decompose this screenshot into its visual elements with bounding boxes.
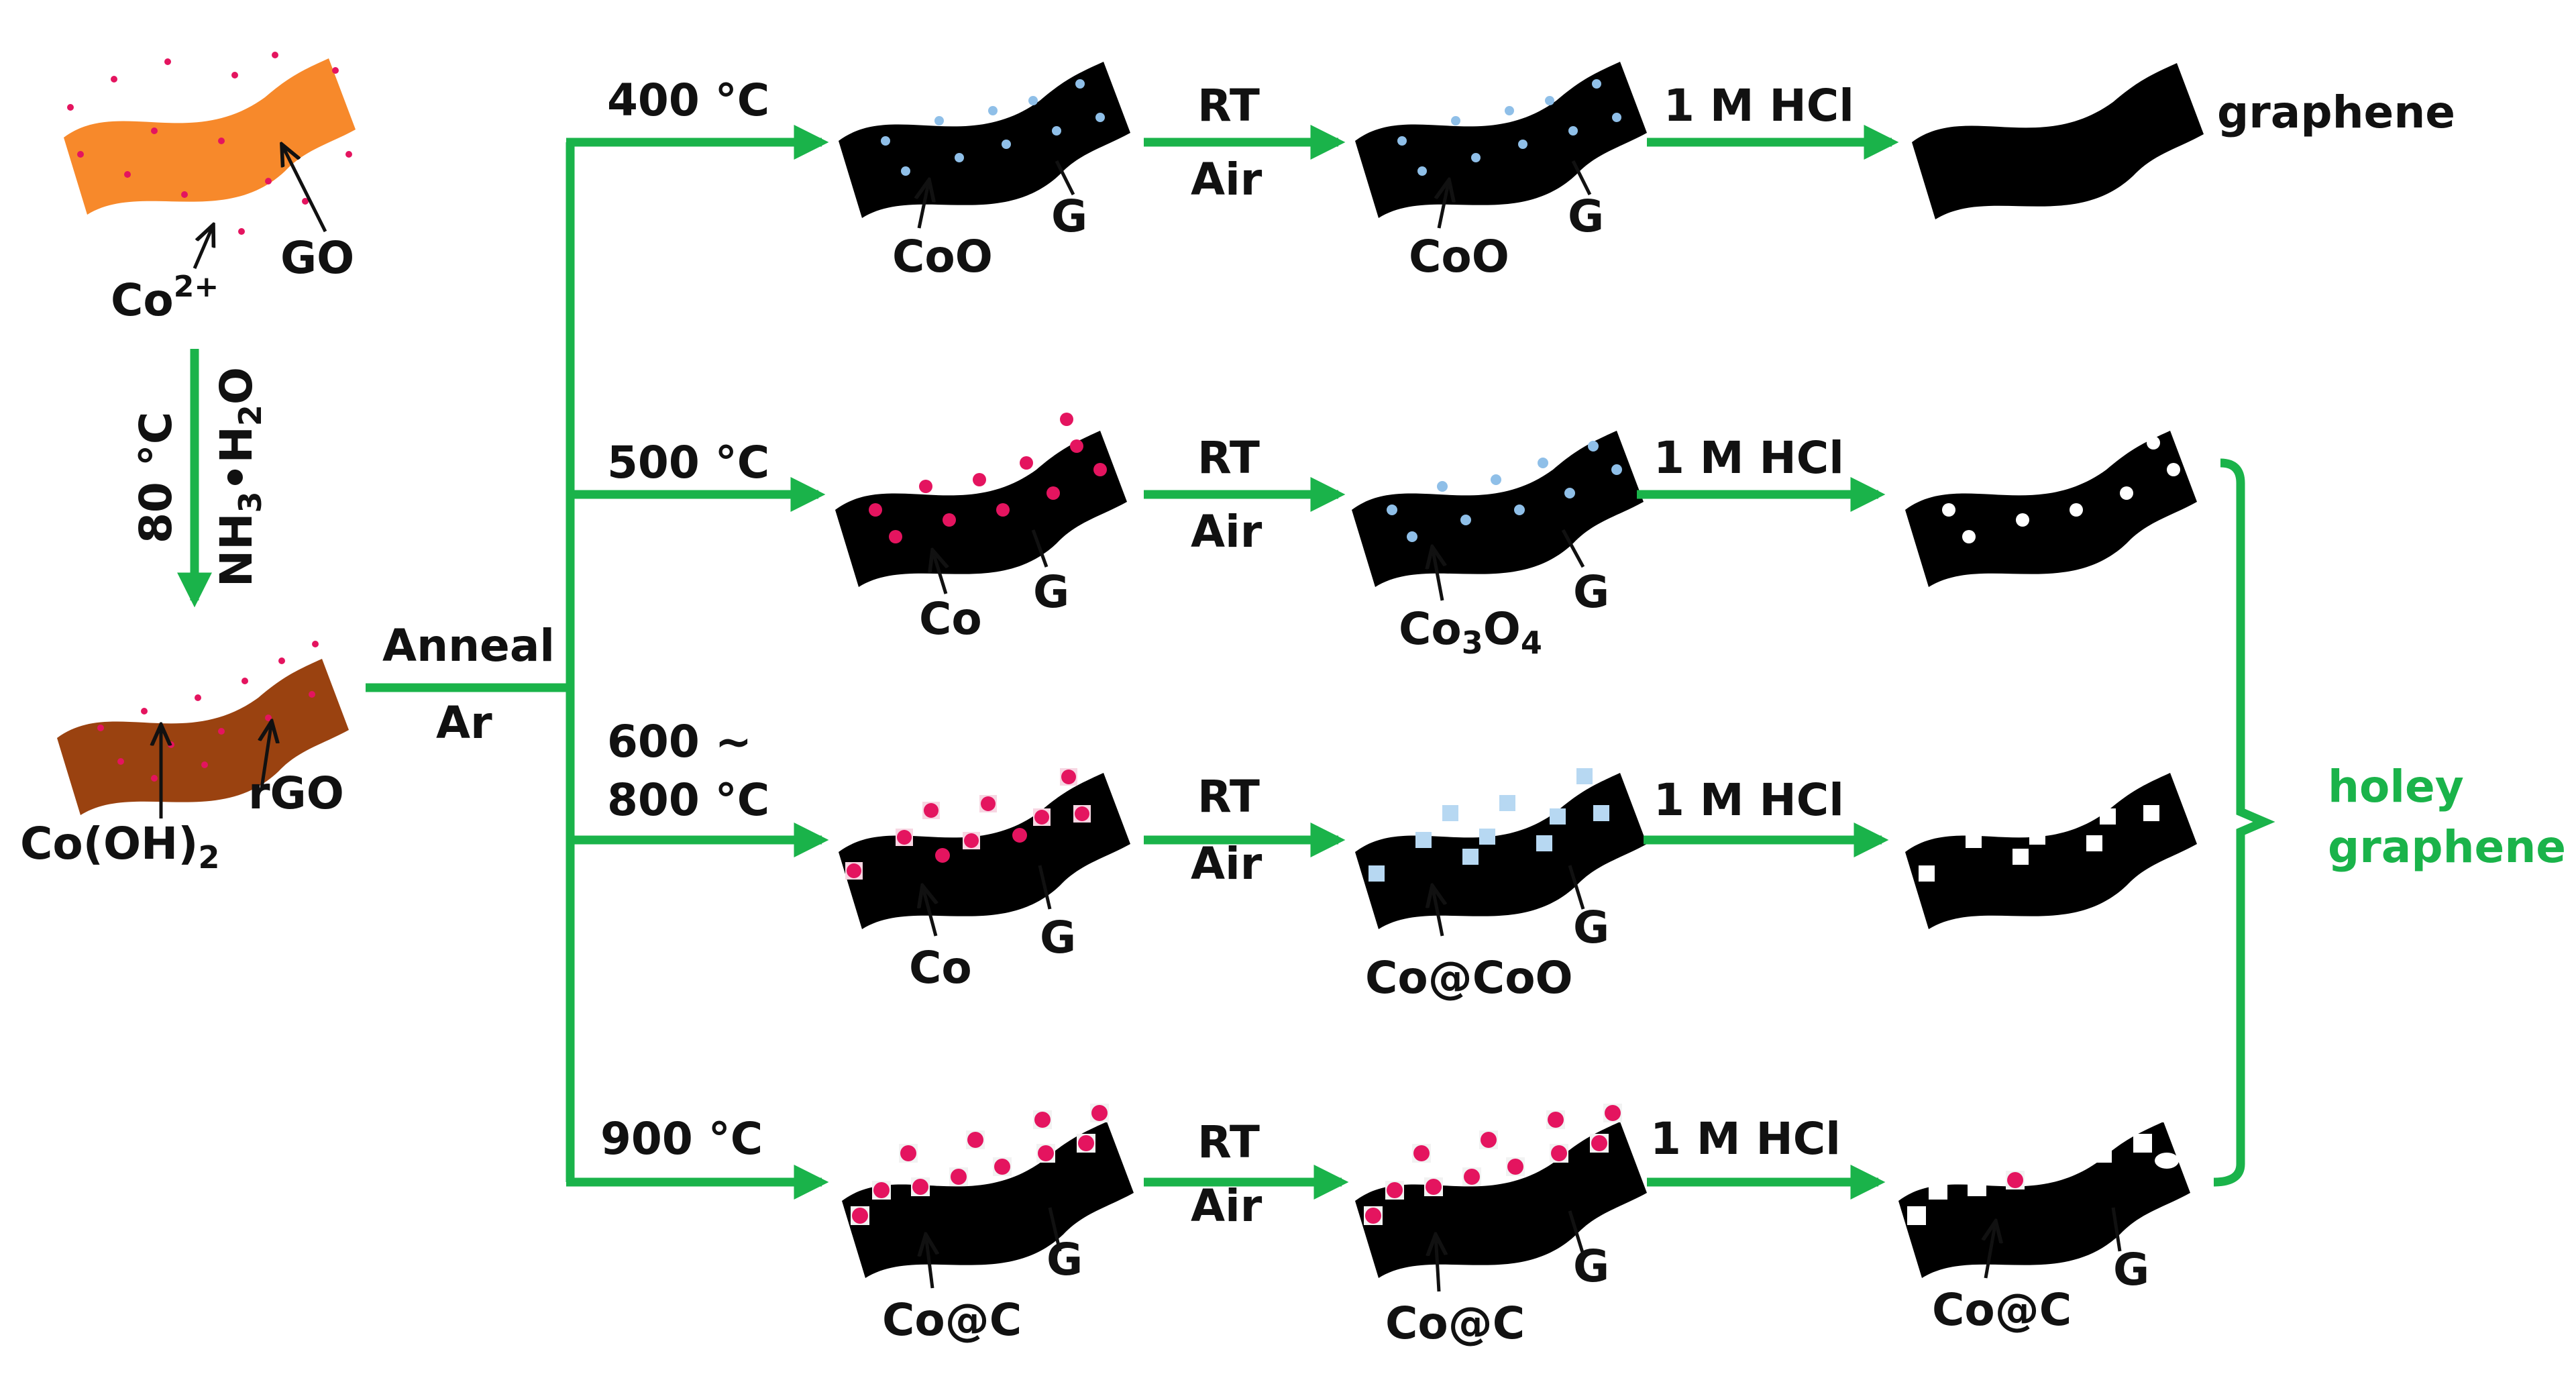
coo-shell-particles-r3c2 bbox=[1368, 768, 1609, 882]
co-c-label-r4c2: Co@C bbox=[1385, 1298, 1525, 1349]
go-label: GO bbox=[280, 232, 354, 284]
coo-dots-r1c1 bbox=[881, 79, 1105, 176]
g-label-r4c1: G bbox=[1046, 1234, 1083, 1285]
reduction-reagent-label: NH3•H2O bbox=[211, 367, 268, 587]
co3o4-pointer-r2c2 bbox=[1432, 547, 1442, 601]
g-label-r4c3: G bbox=[2113, 1244, 2149, 1295]
g-label-r2c1: G bbox=[1033, 566, 1069, 618]
holey-label-line1: holey bbox=[2328, 761, 2464, 812]
rt-label-r2: RT bbox=[1197, 432, 1260, 484]
holey-label-line2: graphene bbox=[2328, 821, 2566, 873]
graphene-label: graphene bbox=[2217, 87, 2455, 138]
co-ion-pointer bbox=[193, 225, 213, 269]
temp-label-600-line2: 800 °C bbox=[607, 774, 769, 826]
co-ion-dots bbox=[67, 52, 352, 235]
co-ion-label: Co2+ bbox=[111, 270, 219, 326]
holey-bracket bbox=[2213, 458, 2275, 1187]
rt-label-r4: RT bbox=[1197, 1116, 1260, 1168]
co-c-particles-r4c2 bbox=[1364, 1104, 1622, 1225]
g-pointer-r1c1 bbox=[1055, 160, 1075, 196]
g-pointer-r3c2 bbox=[1568, 865, 1585, 910]
g-pointer-r4c3 bbox=[2111, 1207, 2122, 1252]
holes-r4 bbox=[1907, 1104, 2179, 1225]
co-oh2-label: Co(OH)2 bbox=[20, 818, 219, 876]
co-c-residue-r4 bbox=[2006, 1171, 2025, 1189]
g-label-r1c2: G bbox=[1568, 191, 1604, 242]
hcl-label-r3: 1 M HCl bbox=[1654, 774, 1844, 826]
co-label-r2c1: Co bbox=[919, 593, 982, 645]
rt-label-r1: RT bbox=[1197, 80, 1260, 131]
graphene-sheet bbox=[1912, 63, 2204, 219]
hcl-label-r4: 1 M HCl bbox=[1650, 1113, 1841, 1165]
co-dots-r2c1 bbox=[869, 413, 1107, 543]
coo-dots-r1c2 bbox=[1397, 79, 1621, 176]
holes-r3 bbox=[1919, 768, 2159, 882]
hcl-label-r2: 1 M HCl bbox=[1654, 432, 1844, 484]
rt-label-r3: RT bbox=[1197, 771, 1260, 823]
temp-label-600-line1: 600 ~ bbox=[607, 716, 752, 768]
hcl-label-r1: 1 M HCl bbox=[1664, 80, 1854, 131]
coo-pointer-r1c1 bbox=[919, 180, 929, 229]
holes-r2 bbox=[1942, 436, 2180, 543]
co-coo-label-r3c2: Co@CoO bbox=[1365, 952, 1573, 1004]
anneal-label: Anneal bbox=[382, 620, 555, 672]
temp-label-500: 500 °C bbox=[607, 437, 769, 488]
co-c-label-r4c3: Co@C bbox=[1932, 1284, 2072, 1336]
g-label-r3c1: G bbox=[1040, 912, 1076, 963]
anneal-gas-label: Ar bbox=[436, 697, 492, 749]
g-pointer-r1c2 bbox=[1571, 160, 1592, 196]
g-label-r3c2: G bbox=[1573, 902, 1609, 953]
co-c-label-r4c1: Co@C bbox=[882, 1294, 1022, 1346]
go-sheet bbox=[64, 58, 356, 215]
air-label-r3: Air bbox=[1191, 838, 1263, 890]
co-label-r3c1: Co bbox=[909, 942, 972, 994]
co-c-particles-r4c1 bbox=[851, 1104, 1109, 1225]
rgo-pointer bbox=[262, 721, 272, 789]
coo-pointer-r1c2 bbox=[1439, 180, 1449, 229]
temp-label-900: 900 °C bbox=[600, 1113, 763, 1165]
air-label-r1: Air bbox=[1191, 154, 1263, 205]
air-label-r2: Air bbox=[1191, 506, 1263, 558]
go-pointer bbox=[282, 144, 327, 233]
co-coo-pointer-r3c2 bbox=[1432, 886, 1442, 937]
co-pointer-r2c1 bbox=[932, 550, 946, 594]
coo-label-r1c2: CoO bbox=[1409, 231, 1509, 282]
g-pointer-r4c2 bbox=[1568, 1210, 1585, 1255]
air-label-r4: Air bbox=[1191, 1180, 1263, 1232]
g-label-r4c2: G bbox=[1573, 1240, 1609, 1292]
temp-label-400: 400 °C bbox=[607, 74, 769, 126]
co-c-pointer-r4c3 bbox=[1986, 1221, 1996, 1279]
g-pointer-r4c1 bbox=[1048, 1207, 1062, 1252]
g-pointer-r2c2 bbox=[1561, 529, 1585, 568]
co3o4-label-r2c2: Co3O4 bbox=[1399, 603, 1542, 661]
reduction-temp-label: 80 °C bbox=[130, 412, 182, 543]
co-particles-r3c1 bbox=[845, 768, 1091, 880]
co-c-pointer-r4c2 bbox=[1436, 1234, 1439, 1292]
co-c-pointer-r4c1 bbox=[926, 1234, 932, 1289]
g-pointer-r3c1 bbox=[1038, 865, 1052, 910]
rgo-label: rGO bbox=[248, 768, 344, 819]
g-label-r2c2: G bbox=[1573, 566, 1609, 618]
coo-label-r1c1: CoO bbox=[892, 231, 993, 282]
co3o4-dots-r2c2 bbox=[1387, 441, 1622, 542]
g-pointer-r2c1 bbox=[1031, 529, 1049, 568]
co-pointer-r3c1 bbox=[922, 886, 936, 937]
g-label-r1c1: G bbox=[1051, 191, 1087, 242]
